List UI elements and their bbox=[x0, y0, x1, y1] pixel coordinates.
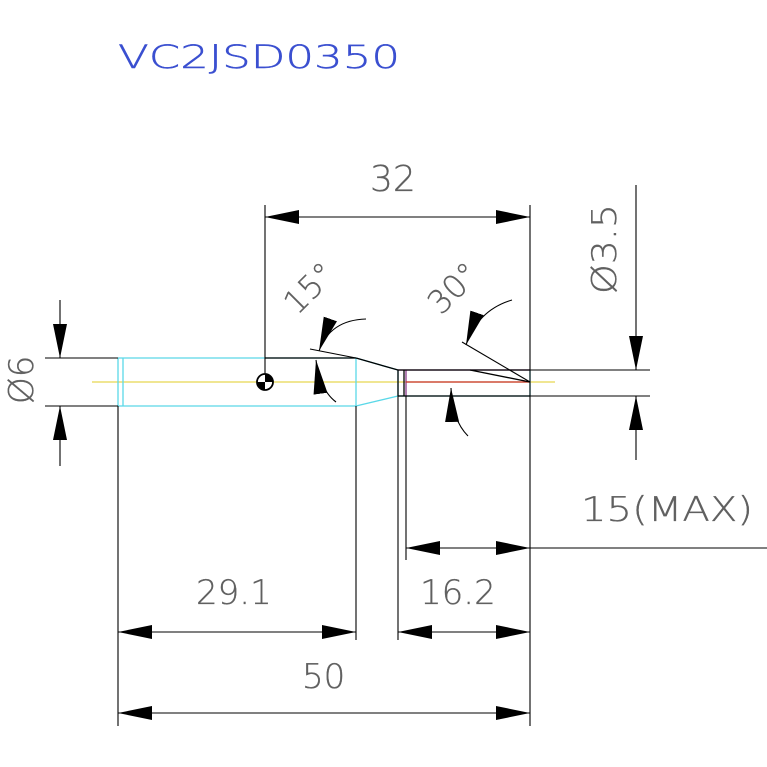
dim-label-d6: Ø6 bbox=[2, 356, 42, 404]
dim-label-15deg: 15° bbox=[276, 255, 343, 322]
tip-face bbox=[398, 369, 530, 396]
dim-label-50: 50 bbox=[302, 657, 345, 697]
dim-label-30deg: 30° bbox=[420, 255, 487, 322]
dim-label-16-2: 16.2 bbox=[420, 573, 496, 613]
dim-label-29-1: 29.1 bbox=[196, 573, 272, 613]
dim-label-d35: Ø3.5 bbox=[585, 204, 625, 294]
part-number-title: VC2JSD0350 bbox=[118, 38, 400, 76]
angle-leaders bbox=[309, 299, 531, 437]
reference-symbol bbox=[256, 373, 274, 391]
dim-label-32: 32 bbox=[370, 159, 416, 200]
dimension-lines bbox=[53, 185, 643, 720]
drill-edge bbox=[265, 357, 531, 397]
extension-lines bbox=[45, 205, 767, 726]
dim-label-15max: 15(MAX) bbox=[581, 490, 753, 530]
